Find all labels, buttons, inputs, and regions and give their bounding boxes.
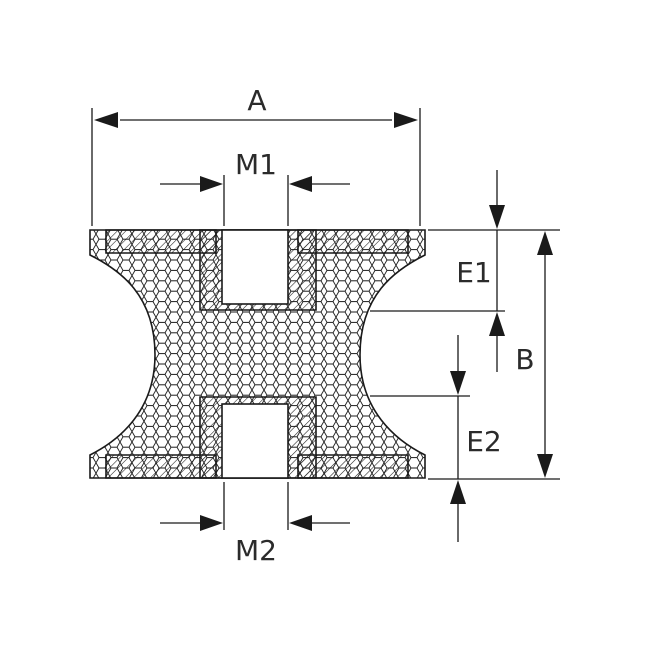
dim-a-label: A xyxy=(247,84,266,117)
dim-e1-arrow-bottom xyxy=(489,312,505,336)
dim-m1-label: M1 xyxy=(235,148,277,181)
dim-m2-label: M2 xyxy=(235,534,277,567)
dim-e1-arrow-top xyxy=(489,205,505,229)
bottom-insert-bore xyxy=(221,403,289,479)
dim-e2-arrow-bottom xyxy=(450,480,466,504)
dim-m2-arrow-right xyxy=(289,515,312,531)
dim-a-arrow-right xyxy=(394,112,418,128)
dim-e1-label: E1 xyxy=(456,256,492,289)
dim-e2-label: E2 xyxy=(466,425,502,458)
dim-a-arrow-left xyxy=(94,112,118,128)
dim-b-arrow-top xyxy=(537,231,553,255)
dim-m2-arrow-left xyxy=(200,515,223,531)
dim-b-label: B xyxy=(515,343,534,376)
dim-e2-arrow-top xyxy=(450,371,466,395)
rubber-body xyxy=(89,229,426,479)
dim-m1-arrow-right xyxy=(289,176,312,192)
dim-m1-arrow-left xyxy=(200,176,223,192)
dim-b-arrow-bottom xyxy=(537,454,553,478)
top-insert-bore xyxy=(221,229,289,305)
